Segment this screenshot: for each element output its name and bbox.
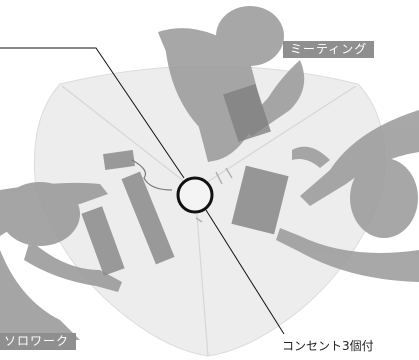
document-icon: [81, 206, 125, 276]
person-right-silhouette: [276, 110, 419, 282]
document-icon: [121, 171, 175, 265]
outlet-leader-line-top: [0, 47, 185, 179]
pen-icons: [195, 167, 233, 223]
meeting-label: ミーティング: [283, 41, 375, 58]
laptop-icon: [103, 149, 173, 191]
document-icon: [231, 165, 289, 235]
solo-work-label: ソロワーク: [0, 333, 77, 350]
outlet-leader-line-bottom: [205, 209, 285, 335]
table-seams: [61, 85, 357, 357]
person-left-silhouette: [0, 182, 122, 340]
outlet-ring-icon: [176, 176, 214, 214]
document-icon: [223, 83, 271, 143]
outlet-caption: コンセント3個付: [282, 339, 374, 353]
